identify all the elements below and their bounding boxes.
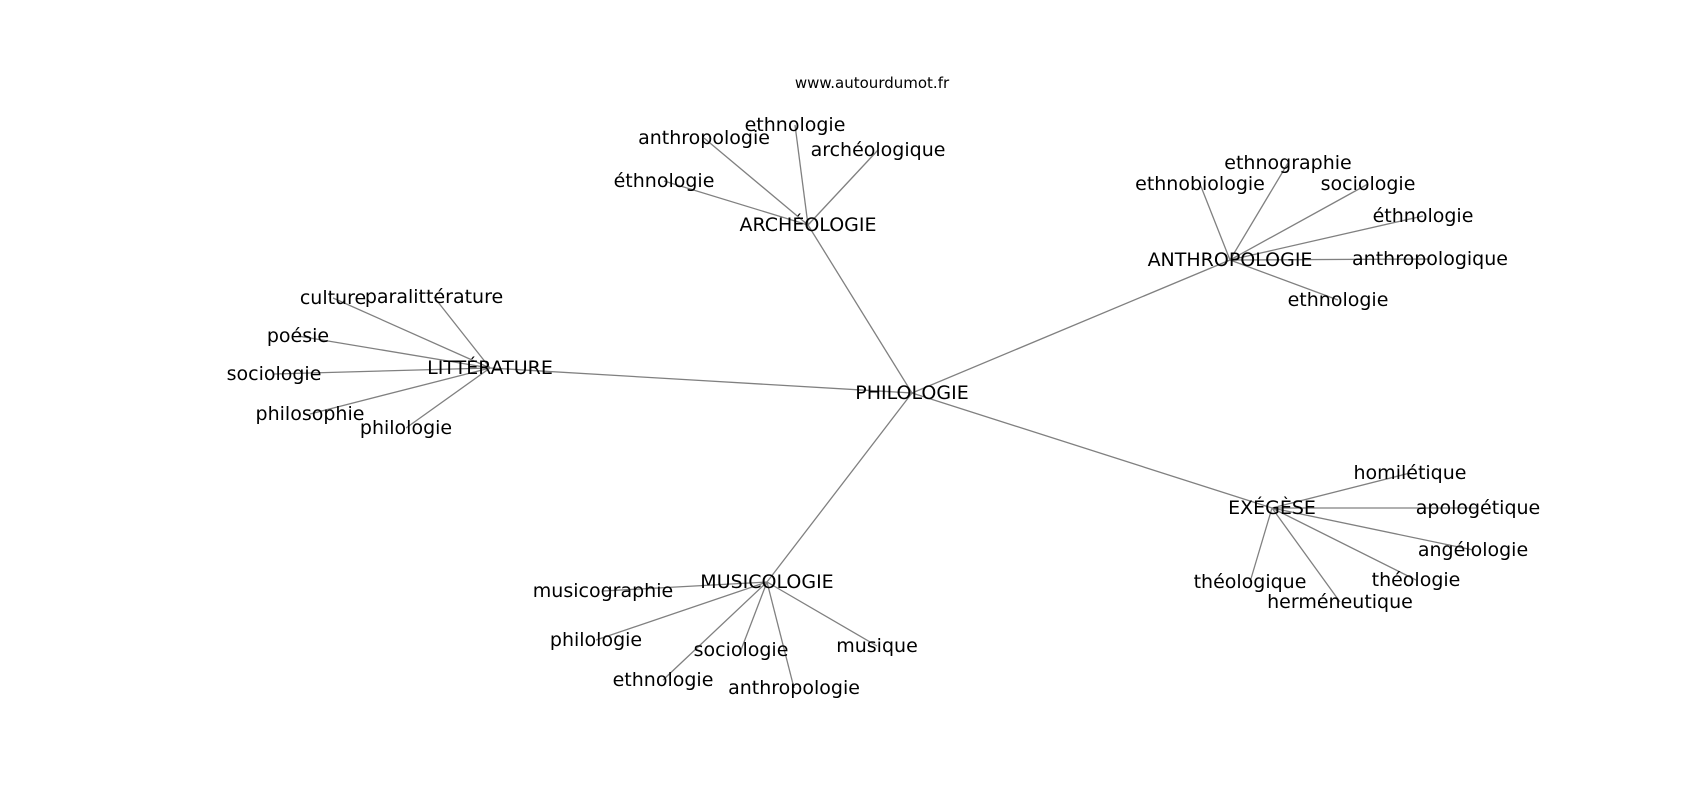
leaf-node-litterature-3: sociologie [227,363,322,385]
edge-center-litterature [489,367,913,394]
leaf-node-litterature-0: culture [300,287,366,309]
edge-musicologie-1 [595,581,768,641]
edge-exegese-3 [1271,507,1417,581]
edge-exegese-5 [1271,507,1341,603]
edge-litterature-0 [332,297,491,369]
leaf-node-litterature-1: paralittérature [365,286,503,308]
edge-musicologie-3 [766,581,878,647]
center-node-label: PHILOLOGIE [855,382,968,404]
leaf-node-musicologie-5: anthropologie [728,677,860,699]
leaf-node-exegese-3: théologie [1372,569,1461,591]
leaf-node-exegese-2: angélologie [1418,539,1528,561]
leaf-node-anthropologie-1: ethnobiologie [1135,173,1265,195]
edge-litterature-2 [297,335,491,369]
leaf-node-musicologie-4: ethnologie [613,669,714,691]
edge-litterature-4 [309,367,491,415]
hub-node-exegese: EXÉGÈSE [1228,496,1316,519]
leaf-node-exegese-0: homilétique [1354,462,1467,484]
leaf-node-archeologie-2: archéologique [811,139,946,161]
edge-archeologie-0 [703,137,809,226]
edge-anthropologie-5 [1229,259,1339,301]
leaf-node-exegese-5: herméneutique [1267,591,1413,613]
edge-center-musicologie [766,392,913,583]
edge-anthropologie-1 [1199,183,1231,261]
source-watermark: www.autourdumot.fr [794,74,950,92]
leaf-node-anthropologie-2: sociologie [1321,173,1416,195]
edge-layer [273,124,1478,689]
edge-archeologie-3 [663,180,809,226]
edge-litterature-1 [433,296,491,369]
edge-exegese-2 [1271,507,1474,551]
edge-musicologie-0 [602,581,768,592]
edge-center-anthropologie [911,259,1231,394]
edge-musicologie-4 [662,581,768,681]
edge-center-archeologie [807,224,913,394]
leaf-node-litterature-2: poésie [267,325,329,347]
leaf-node-musicologie-0: musicographie [533,580,673,602]
leaf-node-anthropologie-3: éthnologie [1373,205,1474,227]
edge-exegese-0 [1271,472,1411,509]
label-layer: PHILOLOGIEARCHÉOLOGIEanthropologieethnol… [227,114,1541,699]
leaf-node-archeologie-1: ethnologie [745,114,846,136]
edge-anthropologie-3 [1229,215,1424,261]
edge-anthropologie-4 [1229,258,1431,261]
hub-node-litterature: LITTÉRATURE [427,356,553,379]
edge-anthropologie-0 [1229,162,1289,261]
leaf-node-musicologie-2: sociologie [694,639,789,661]
hub-node-anthropologie: ANTHROPOLOGIE [1148,249,1313,271]
hub-node-musicologie: MUSICOLOGIE [700,571,833,593]
leaf-node-exegese-4: théologique [1194,571,1307,593]
edge-center-exegese [911,392,1273,509]
leaf-node-musicologie-1: philologie [550,629,642,651]
leaf-node-musicologie-3: musique [836,635,918,657]
edge-litterature-3 [273,367,491,375]
hub-node-archeologie: ARCHÉOLOGIE [740,213,877,236]
edge-musicologie-5 [766,581,795,689]
leaf-node-litterature-4: philosophie [256,403,365,425]
edge-litterature-5 [405,367,491,429]
leaf-node-archeologie-0: anthropologie [638,127,770,149]
leaf-node-anthropologie-4: anthropologique [1352,248,1508,270]
edge-archeologie-2 [807,149,879,226]
edge-anthropologie-2 [1229,183,1369,261]
edge-exegese-4 [1249,507,1273,583]
leaf-node-anthropologie-5: ethnologie [1288,289,1389,311]
leaf-node-litterature-5: philologie [360,417,452,439]
edge-archeologie-1 [794,124,809,226]
leaf-node-archeologie-3: éthnologie [614,170,715,192]
edge-musicologie-2 [740,581,768,651]
leaf-node-anthropologie-0: ethnographie [1224,152,1351,174]
leaf-node-exegese-1: apologétique [1416,497,1541,519]
